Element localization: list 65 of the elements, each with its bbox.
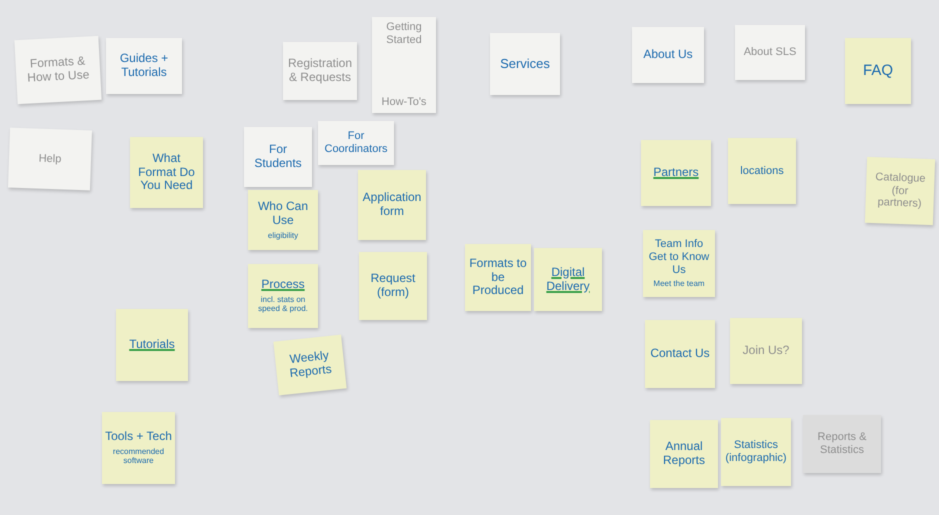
note-text: Tutorials bbox=[129, 338, 175, 352]
note-text: Help bbox=[38, 152, 62, 166]
note-text: For Students bbox=[253, 143, 303, 171]
sticky-note bbox=[116, 309, 188, 381]
sticky-note bbox=[283, 42, 357, 100]
note-text: For Coordinators bbox=[324, 130, 388, 156]
sticky-note bbox=[534, 248, 602, 311]
note-text: Formats to be Produced bbox=[468, 256, 528, 298]
note-text: Contact Us bbox=[650, 347, 710, 361]
sticky-note bbox=[465, 244, 531, 311]
sticky-note bbox=[273, 334, 347, 396]
sticky-note bbox=[643, 230, 715, 297]
note-text: Application form bbox=[362, 191, 422, 219]
note-text: About Us bbox=[643, 48, 693, 62]
note-text: Process bbox=[261, 278, 305, 292]
note-text: Join Us? bbox=[742, 344, 790, 358]
sticky-note bbox=[728, 138, 796, 204]
sticky-note bbox=[730, 318, 802, 384]
note-subtext: recommended software bbox=[112, 447, 166, 466]
sticky-note bbox=[641, 140, 711, 206]
note-text: Request (form) bbox=[370, 272, 416, 300]
sticky-note bbox=[130, 137, 203, 208]
sticky-note bbox=[8, 128, 92, 190]
note-text: Digital Delivery bbox=[545, 266, 591, 294]
sticky-note bbox=[845, 38, 911, 104]
note-text: Tools + Tech bbox=[105, 430, 172, 444]
note-text: Statistics (infographic) bbox=[724, 439, 788, 465]
note-text: FAQ bbox=[862, 62, 893, 80]
note-text: Catalogue (for partners) bbox=[874, 170, 927, 212]
note-subtext: Meet the team bbox=[653, 279, 705, 289]
sticky-note bbox=[358, 170, 426, 240]
note-subtext: How-To's bbox=[382, 96, 426, 109]
note-text: About SLS bbox=[744, 46, 796, 59]
note-text: Annual Reports bbox=[662, 440, 706, 468]
note-text: Team Info Get to Know Us bbox=[648, 238, 710, 276]
sticky-note bbox=[359, 252, 427, 320]
note-text: locations bbox=[740, 164, 784, 178]
sticky-note bbox=[803, 415, 881, 473]
sticky-note bbox=[248, 264, 318, 328]
sticky-note bbox=[244, 127, 312, 187]
note-text: Partners bbox=[653, 166, 699, 180]
note-text: Who Can Use bbox=[256, 200, 310, 228]
note-text: Services bbox=[500, 56, 550, 72]
sticky-note bbox=[106, 38, 182, 94]
note-text: Registration & Requests bbox=[286, 57, 354, 85]
sticky-note bbox=[490, 33, 560, 95]
sticky-note bbox=[248, 190, 318, 250]
sticky-note bbox=[735, 25, 805, 80]
sticky-note bbox=[372, 17, 436, 113]
note-text: Reports & Statistics bbox=[816, 431, 868, 457]
sticky-note bbox=[632, 27, 704, 83]
sticky-note bbox=[721, 418, 791, 486]
note-text: Getting Started bbox=[385, 21, 423, 46]
note-text: What Format Do You Need bbox=[137, 152, 196, 194]
sticky-note bbox=[645, 320, 715, 388]
note-text: Guides + Tutorials bbox=[118, 52, 170, 80]
note-subtext: eligibility bbox=[268, 230, 298, 240]
sticky-note bbox=[864, 156, 936, 226]
sticky-note bbox=[102, 412, 175, 484]
sticky-note bbox=[14, 36, 102, 104]
note-subtext: incl. stats on speed & prod. bbox=[257, 295, 309, 314]
sticky-note bbox=[318, 121, 394, 165]
note-text: Weekly Reports bbox=[288, 348, 334, 382]
note-text: Formats & How to Use bbox=[26, 54, 91, 86]
sticky-note bbox=[650, 420, 718, 488]
